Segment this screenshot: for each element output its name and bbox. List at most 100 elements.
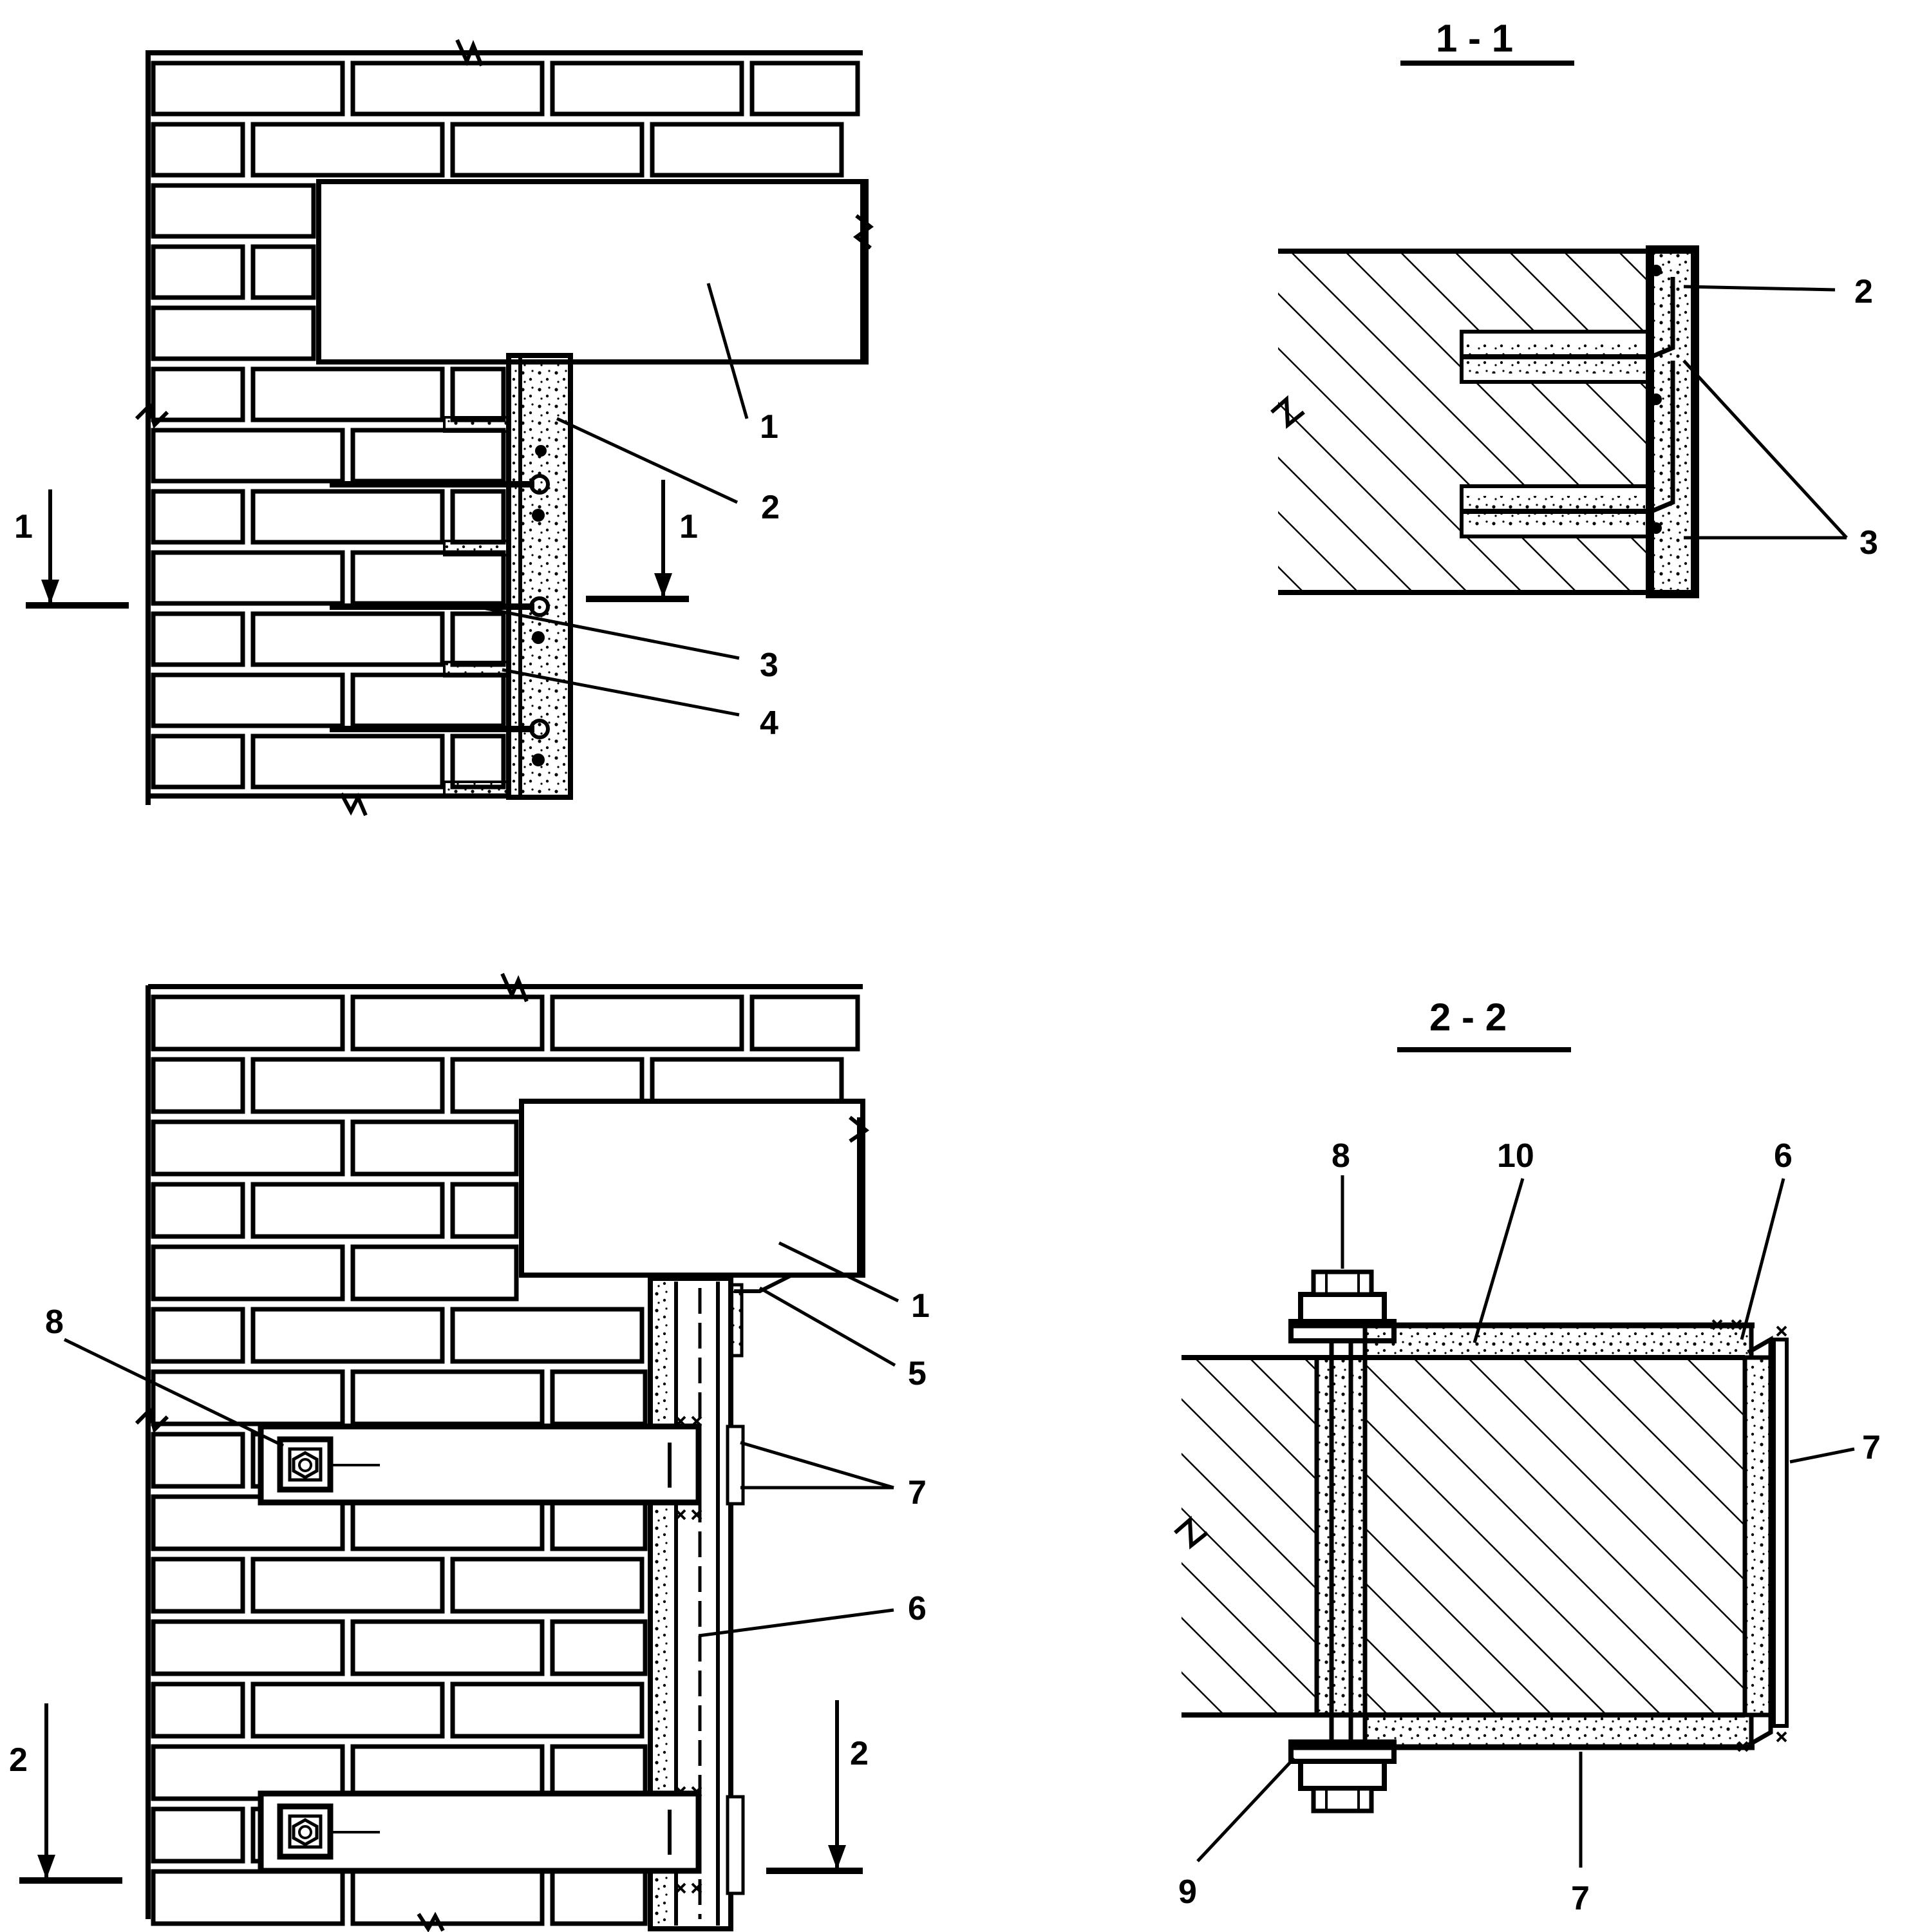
- brick: [151, 1119, 345, 1177]
- brick: [151, 61, 345, 117]
- brick: [550, 994, 744, 1052]
- brick: [151, 122, 245, 178]
- brick: [151, 1681, 245, 1739]
- cut-label-2-right: 2: [850, 1735, 869, 1772]
- brick: [151, 1307, 245, 1364]
- brick: [350, 428, 506, 484]
- bottom-label-6: 6: [908, 1590, 927, 1627]
- brick: [450, 489, 506, 545]
- label-2: 2: [761, 489, 780, 526]
- label-4: 4: [760, 705, 778, 742]
- lintel-1-bottom: [519, 1099, 865, 1278]
- section2-label-7a: 7: [1862, 1429, 1881, 1466]
- brick: [151, 550, 345, 606]
- lintel-1: [316, 179, 869, 365]
- section1-label-3: 3: [1859, 524, 1878, 562]
- cut-line-2-left: 2: [9, 1703, 122, 1884]
- brick: [151, 366, 245, 422]
- brick: [151, 1806, 245, 1864]
- brick: [450, 1307, 645, 1364]
- cut-line-1-right: 1: [586, 480, 698, 602]
- brick: [350, 550, 506, 606]
- brick: [151, 672, 345, 728]
- bottom-label-8: 8: [45, 1303, 64, 1341]
- section-1-1: 1 - 1 2 3: [1270, 17, 1878, 598]
- brick: [151, 1244, 345, 1302]
- brick: [151, 1619, 345, 1676]
- section2-label-8: 8: [1332, 1137, 1350, 1175]
- section2-label-6: 6: [1774, 1137, 1793, 1175]
- brick: [550, 1619, 648, 1676]
- brick: [151, 1057, 245, 1114]
- cut-line-2-right: 2: [766, 1700, 869, 1874]
- brick: [151, 183, 316, 239]
- brick: [151, 489, 245, 545]
- brick: [151, 611, 245, 667]
- section-2-2: 2 - 2: [1174, 996, 1881, 1917]
- brick: [749, 994, 860, 1052]
- cut-line-1-left: 1: [14, 489, 129, 609]
- mortar-patches-4: [443, 416, 510, 797]
- brick: [450, 122, 645, 178]
- section2-label-9: 9: [1178, 1873, 1197, 1911]
- brick: [450, 1557, 645, 1614]
- brick: [350, 1119, 519, 1177]
- brick: [250, 1557, 445, 1614]
- cut-label-1-right: 1: [679, 508, 698, 545]
- label-3: 3: [760, 647, 778, 684]
- brick: [550, 1369, 648, 1426]
- brick: [350, 1369, 545, 1426]
- bottom-label-5: 5: [908, 1355, 927, 1392]
- brick: [749, 61, 860, 117]
- section-title-2-2: 2 - 2: [1429, 996, 1507, 1039]
- brick: [151, 244, 245, 300]
- brick: [650, 122, 844, 178]
- brick: [350, 1244, 519, 1302]
- bottom-label-7: 7: [908, 1474, 927, 1511]
- brick: [350, 994, 545, 1052]
- brick: [250, 1307, 445, 1364]
- brick-wall-top: [151, 61, 860, 790]
- brick: [350, 1619, 545, 1676]
- brick: [151, 1182, 245, 1239]
- cut-label-2-left: 2: [9, 1741, 28, 1779]
- brick: [151, 1432, 245, 1489]
- section2-label-7b: 7: [1571, 1880, 1590, 1917]
- brick: [151, 1557, 245, 1614]
- brick: [151, 734, 245, 790]
- brick: [151, 1869, 345, 1926]
- brick: [250, 1681, 445, 1739]
- brick: [250, 244, 316, 300]
- section1-label-2: 2: [1854, 273, 1873, 310]
- brick: [350, 61, 545, 117]
- bottom-label-1: 1: [911, 1287, 930, 1325]
- brick: [350, 672, 506, 728]
- brick: [250, 366, 445, 422]
- bottom-elevation: 2 2 1 5 7 6 8: [9, 972, 930, 1932]
- brick: [550, 61, 744, 117]
- cut-label-1-left: 1: [14, 508, 33, 545]
- section-title-1-1: 1 - 1: [1436, 17, 1513, 60]
- brick: [450, 611, 506, 667]
- brick: [550, 1869, 648, 1926]
- brick: [250, 1057, 445, 1114]
- brick: [250, 734, 445, 790]
- anchors-3: [330, 474, 550, 739]
- brick: [151, 428, 345, 484]
- section2-label-10: 10: [1497, 1137, 1534, 1175]
- brick: [350, 1869, 545, 1926]
- brick: [250, 611, 445, 667]
- brick: [151, 994, 345, 1052]
- brick: [250, 489, 445, 545]
- brick: [151, 305, 316, 361]
- label-1: 1: [760, 408, 778, 446]
- brick: [450, 366, 506, 422]
- brick: [450, 1681, 645, 1739]
- brick: [151, 1744, 345, 1801]
- brick: [450, 1182, 519, 1239]
- top-elevation: 1 1 1 2 3 4: [14, 39, 874, 817]
- brick: [450, 734, 506, 790]
- brick: [250, 122, 445, 178]
- brick: [250, 1182, 445, 1239]
